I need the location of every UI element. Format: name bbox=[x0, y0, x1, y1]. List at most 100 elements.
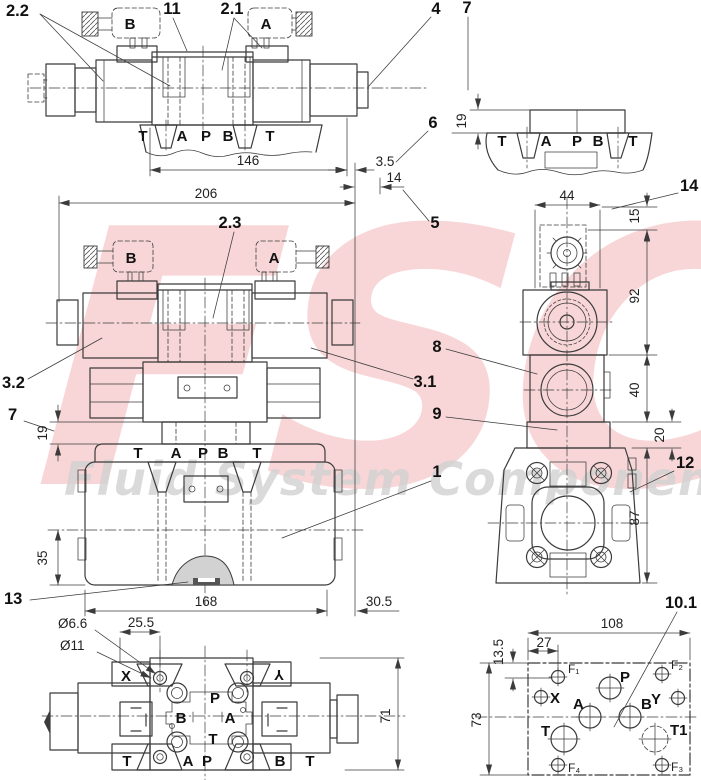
coil-label-a: A bbox=[261, 16, 272, 33]
svg-text:14: 14 bbox=[386, 170, 402, 185]
dim-15: 15 bbox=[627, 208, 642, 223]
dim-35: 35 bbox=[35, 529, 86, 586]
port-label-a: A bbox=[177, 128, 188, 145]
dim-206: 206 bbox=[58, 186, 356, 303]
coil-label-b: B bbox=[125, 16, 136, 33]
port-label-t: T bbox=[138, 128, 147, 145]
mounting-screws bbox=[525, 461, 613, 569]
callout-6: 6 bbox=[428, 114, 437, 132]
coil-label-a: A bbox=[269, 250, 280, 267]
hole-x-label: X bbox=[550, 690, 560, 707]
callout-11: 11 bbox=[163, 0, 180, 18]
hole-b-label: B bbox=[641, 696, 652, 713]
interface-holes bbox=[531, 664, 688, 775]
svg-text:Ø6.6: Ø6.6 bbox=[58, 616, 87, 631]
port-label-b: B bbox=[593, 133, 604, 150]
callout-2-3: 2.3 bbox=[219, 214, 242, 232]
svg-text:3.5: 3.5 bbox=[376, 154, 395, 169]
assembly-port-labels: T A P B T bbox=[133, 445, 261, 462]
dim-92: 92 bbox=[627, 288, 642, 303]
dim-168: 168 bbox=[84, 589, 328, 617]
hole-f4-label: F₄ bbox=[568, 761, 580, 775]
port-label-a: A bbox=[541, 133, 552, 150]
coil-label-b: B bbox=[126, 250, 137, 267]
hole-t1-label: T1 bbox=[670, 722, 688, 739]
callout-1: 1 bbox=[432, 463, 441, 481]
dim-13-5: 13.5 bbox=[491, 639, 553, 692]
side-view: 8 9 12 44 15 bbox=[432, 188, 694, 597]
port-label-p: P bbox=[572, 133, 582, 150]
dim-14: 14 bbox=[339, 170, 405, 195]
dim-25-5: 25.5 bbox=[119, 615, 161, 669]
dim-3-5: 3.5 bbox=[327, 154, 395, 174]
svg-text:19: 19 bbox=[35, 425, 50, 440]
port-label-p: P bbox=[201, 128, 211, 145]
callout-14: 14 bbox=[680, 177, 699, 195]
callout-7-top: 7 bbox=[462, 0, 471, 17]
dim-87: 87 bbox=[627, 510, 642, 525]
svg-text:146: 146 bbox=[237, 153, 260, 168]
port-label-t: T bbox=[497, 133, 506, 150]
callout-2-2: 2.2 bbox=[6, 2, 29, 20]
port-a-label: A bbox=[225, 710, 236, 727]
port-label-b: B bbox=[275, 753, 286, 770]
svg-text:25.5: 25.5 bbox=[128, 615, 154, 630]
dim-19-assembly: 19 bbox=[35, 404, 159, 462]
hole-a-label: A bbox=[573, 696, 584, 713]
dim-146: 146 bbox=[149, 117, 348, 177]
callout-3-2: 3.2 bbox=[2, 374, 25, 392]
port-label-t2: T bbox=[628, 133, 637, 150]
hole-f3-label: F₃ bbox=[671, 760, 683, 774]
callout-2-1: 2.1 bbox=[221, 0, 244, 18]
dim-dia-6-6: Ø6.6 bbox=[58, 616, 157, 675]
svg-text:27: 27 bbox=[536, 635, 551, 650]
hole-f2-label: F₂ bbox=[671, 658, 683, 672]
front-view: B A T A P B T 2 bbox=[6, 0, 441, 617]
hole-t-label: T bbox=[541, 723, 550, 740]
port-label-t2: T bbox=[265, 128, 274, 145]
port-label-t: T bbox=[133, 445, 142, 462]
callout-3-1: 3.1 bbox=[414, 373, 437, 391]
callout-9: 9 bbox=[432, 405, 441, 423]
port-label-b: B bbox=[218, 445, 229, 462]
port-p-label: P bbox=[210, 690, 220, 707]
interface-hole-labels: F₁ F₂ F₃ F₄ P X Y A B T T1 bbox=[541, 658, 688, 775]
svg-text:108: 108 bbox=[601, 616, 624, 631]
dim-40: 40 bbox=[627, 382, 642, 397]
mounting-interface-view: 10.1 108 27 13.5 bbox=[469, 594, 699, 776]
callout-4: 4 bbox=[431, 0, 441, 18]
dim-27: 27 bbox=[527, 635, 559, 671]
bolt-holes bbox=[166, 682, 249, 753]
svg-text:35: 35 bbox=[35, 550, 50, 565]
svg-text:19: 19 bbox=[454, 113, 469, 128]
port-label-p: P bbox=[198, 445, 208, 462]
callout-5: 5 bbox=[430, 214, 439, 232]
svg-text:206: 206 bbox=[195, 186, 218, 201]
port-t-label: T bbox=[208, 731, 217, 748]
svg-text:13.5: 13.5 bbox=[491, 639, 506, 665]
port-label-t2: T bbox=[252, 445, 261, 462]
port-label-b: B bbox=[223, 128, 234, 145]
svg-text:30.5: 30.5 bbox=[366, 594, 392, 609]
front-port-labels: T A P B T bbox=[138, 128, 274, 145]
svg-text:168: 168 bbox=[195, 594, 218, 609]
top-view: X Y P B A T bbox=[41, 615, 406, 780]
port-label-a: A bbox=[171, 445, 182, 462]
dim-44: 44 bbox=[534, 188, 601, 289]
port-label-a: A bbox=[183, 753, 194, 770]
gauge-port-y-label: Y bbox=[274, 666, 284, 683]
port-label-t2: T bbox=[305, 753, 314, 770]
dim-chain-right: 15 92 40 20 87 bbox=[587, 192, 682, 584]
hole-p-label: P bbox=[620, 669, 630, 686]
callout-7-left: 7 bbox=[8, 406, 17, 424]
dim-71: 71 bbox=[319, 657, 405, 771]
dim-73: 73 bbox=[469, 662, 529, 776]
dim-19-end: 19 bbox=[451, 93, 533, 150]
port-label-p: P bbox=[202, 753, 212, 770]
end-port-labels: T A P B T bbox=[497, 133, 637, 150]
top-view-bottom-ports: T A P B T bbox=[122, 753, 314, 770]
svg-text:71: 71 bbox=[378, 708, 393, 723]
callout-12: 12 bbox=[676, 454, 694, 472]
